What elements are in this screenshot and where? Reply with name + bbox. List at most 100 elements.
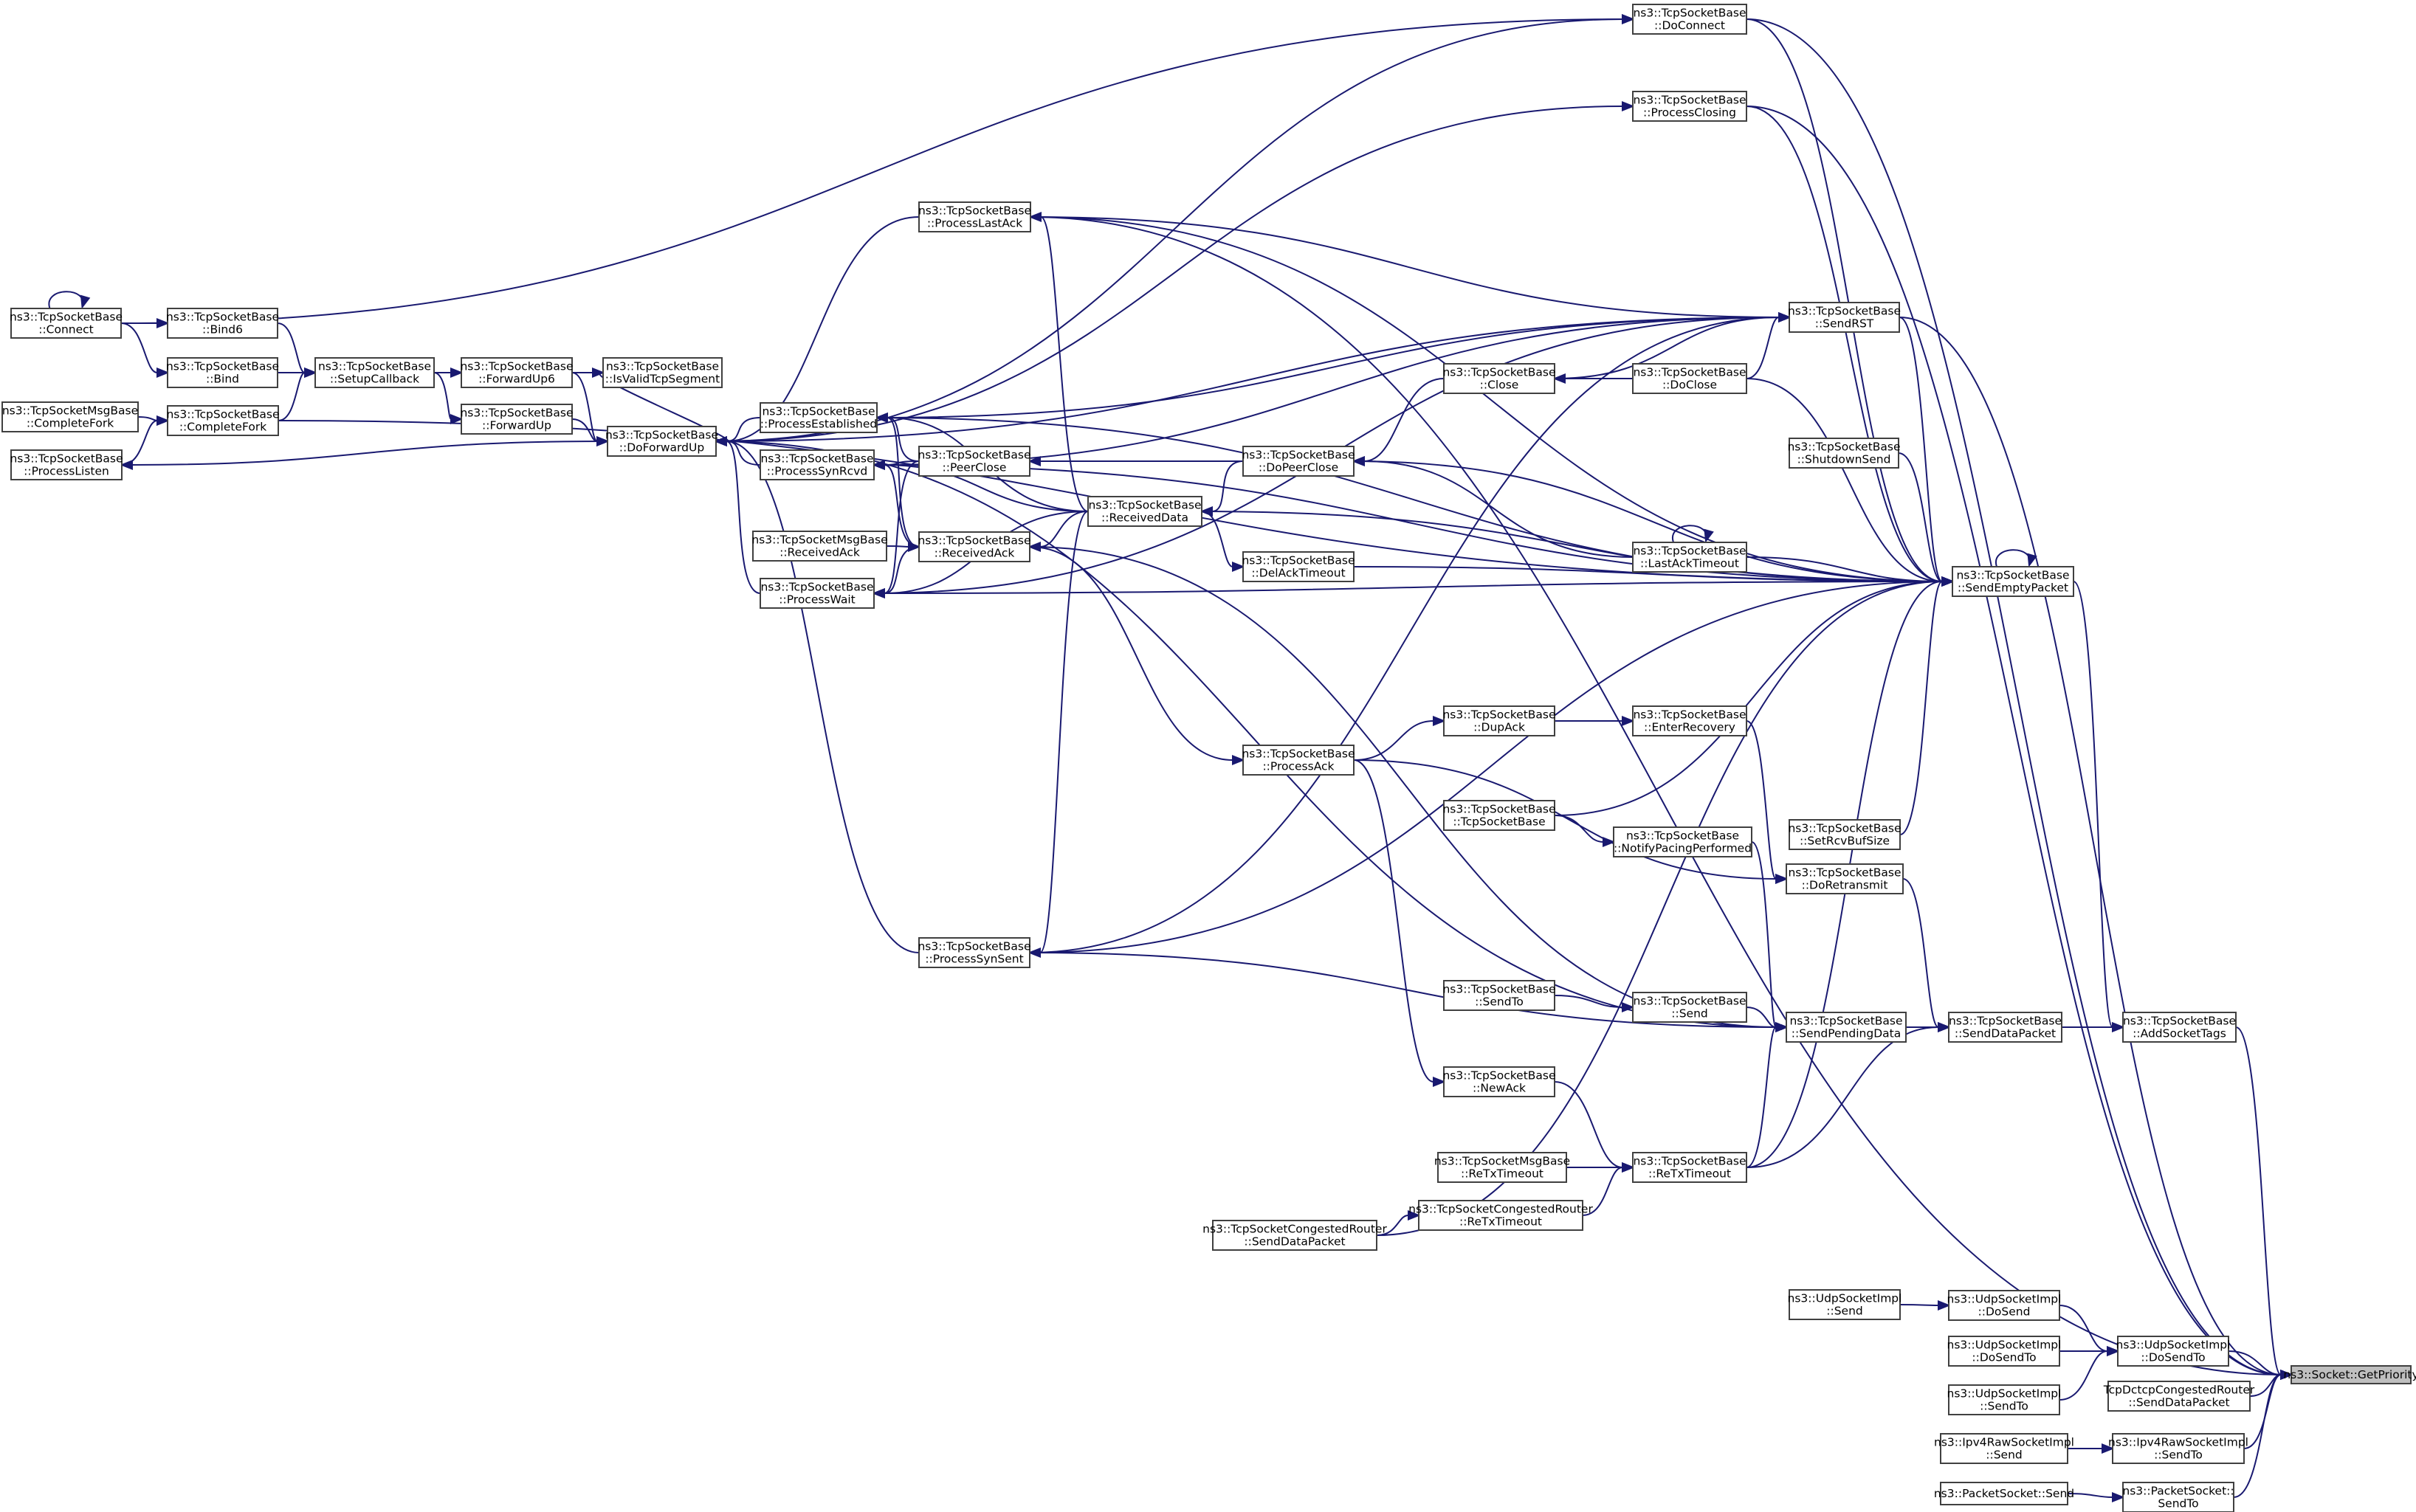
- edge-arrowhead: [1232, 755, 1245, 765]
- node-label-line: ::ProcessLastAck: [927, 217, 1022, 230]
- node-msgbase_retxtimeout[interactable]: ns3::TcpSocketMsgBase::ReTxTimeout: [1434, 1152, 1570, 1183]
- node-setupcallback[interactable]: ns3::TcpSocketBase::SetupCallback: [314, 357, 435, 388]
- focus-node-getpriority[interactable]: ns3::Socket::GetPriority: [2283, 1365, 2416, 1384]
- node-forwardup[interactable]: ns3::TcpSocketBase::ForwardUp: [460, 404, 574, 435]
- edge-line: [2233, 1374, 2282, 1498]
- edge-line: [1030, 216, 1780, 318]
- node-msgbase_completefork[interactable]: ns3::TcpSocketMsgBase::CompleteFork: [1, 401, 139, 432]
- node-udp_sendto[interactable]: ns3::UdpSocketImpl::SendTo: [1947, 1384, 2062, 1415]
- edge-arrowhead: [872, 588, 885, 598]
- node-label-line: ::SetRcvBufSize: [1800, 835, 1890, 848]
- node-processlisten[interactable]: ns3::TcpSocketBase::ProcessListen: [10, 449, 123, 480]
- node-shutdownsend[interactable]: ns3::TcpSocketBase::ShutdownSend: [1787, 438, 1901, 469]
- edge-line: [726, 441, 920, 953]
- node-dctcp_senddatapacket[interactable]: TcpDctcpCongestedRouter::SendDataPacket: [2103, 1381, 2255, 1412]
- node-connect[interactable]: ns3::TcpSocketBase::Connect: [10, 308, 123, 339]
- node-forwardup6[interactable]: ns3::TcpSocketBase::ForwardUp6: [460, 357, 574, 388]
- node-newack[interactable]: ns3::TcpSocketBase::NewAck: [1442, 1066, 1556, 1097]
- node-label-line: ::SendDataPacket: [2128, 1396, 2229, 1409]
- edge-line: [886, 545, 909, 548]
- node-addsockettags[interactable]: ns3::TcpSocketBase::AddSocketTags: [2122, 1012, 2237, 1043]
- node-sendemptypacket[interactable]: ns3::TcpSocketBase::SendEmptyPacket: [1952, 566, 2074, 597]
- edge-arrowhead: [908, 542, 921, 552]
- edge-line: [1353, 759, 1777, 880]
- edge-line: [1746, 106, 1943, 582]
- node-dupack[interactable]: ns3::TcpSocketBase::DupAck: [1442, 705, 1556, 736]
- node-udp_dosendto_l[interactable]: ns3::UdpSocketImpl::DoSendTo: [1947, 1336, 2062, 1367]
- node-doclose[interactable]: ns3::TcpSocketBase::DoClose: [1632, 363, 1747, 394]
- node-processestablished[interactable]: ns3::TcpSocketBase::ProcessEstablished: [760, 402, 878, 433]
- node-tcpsocketbase[interactable]: ns3::TcpSocketBase::TcpSocketBase: [1442, 800, 1556, 831]
- node-completefork[interactable]: ns3::TcpSocketBase::CompleteFork: [166, 405, 280, 436]
- edge-enterrecovery-to-doretransmit: [1746, 720, 1789, 884]
- node-label-line: TcpDctcpCongestedRouter: [2103, 1384, 2255, 1397]
- edge-sendemptypacket-to-sendemptypacket: [1995, 549, 2037, 567]
- node-notifypacingperformed[interactable]: ns3::TcpSocketBase::NotifyPacingPerforme…: [1613, 826, 1752, 857]
- edge-line: [1376, 1215, 1409, 1236]
- node-processsynrcvd[interactable]: ns3::TcpSocketBase::ProcessSynRcvd: [760, 449, 875, 480]
- node-lastacktimeout[interactable]: ns3::TcpSocketBase::LastAckTimeout: [1632, 542, 1747, 573]
- edge-tcpsocketbase-to-sendemptypacket: [1554, 576, 1955, 816]
- node-close[interactable]: ns3::TcpSocketBase::Close: [1442, 363, 1556, 394]
- edge-line: [1353, 460, 1943, 582]
- node-msgbase_receivedack[interactable]: ns3::TcpSocketMsgBase::ReceivedAck: [751, 531, 888, 562]
- node-doretransmit[interactable]: ns3::TcpSocketBase::DoRetransmit: [1786, 863, 1904, 894]
- node-setrcvbufsize[interactable]: ns3::TcpSocketBase::SetRcvBufSize: [1788, 819, 1902, 850]
- edge-arrowhead: [1028, 456, 1041, 466]
- node-packetsocket_send[interactable]: ns3::PacketSocket::Send: [1934, 1482, 2074, 1505]
- edge-line: [433, 372, 452, 420]
- edge-arrowhead: [80, 294, 91, 309]
- node-enterrecovery[interactable]: ns3::TcpSocketBase::EnterRecovery: [1632, 705, 1747, 736]
- edge-receiveddata-to-processlastack: [1028, 212, 1089, 512]
- node-receivedack[interactable]: ns3::TcpSocketBase::ReceivedAck: [918, 531, 1031, 562]
- node-box: [918, 446, 1030, 477]
- node-udp_dosend[interactable]: ns3::UdpSocketImpl::DoSend: [1947, 1290, 2062, 1321]
- call-graph-edges: [48, 14, 2293, 1502]
- edge-line: [2235, 1026, 2282, 1375]
- edge-arrowhead: [1433, 1077, 1446, 1087]
- node-congested_retxtimeout[interactable]: ns3::TcpSocketCongestedRouter::ReTxTimeo…: [1408, 1200, 1593, 1231]
- node-processwait[interactable]: ns3::TcpSocketBase::ProcessWait: [760, 578, 875, 609]
- node-label-line: ns3::TcpSocketBase: [1787, 441, 1900, 454]
- node-send_tcp[interactable]: ns3::TcpSocketBase::Send: [1632, 992, 1747, 1023]
- node-doconnect[interactable]: ns3::TcpSocketBase::DoConnect: [1632, 4, 1747, 35]
- edge-line: [1671, 525, 1708, 543]
- node-udp_send[interactable]: ns3::UdpSocketImpl::Send: [1788, 1289, 1902, 1320]
- node-processsynsent[interactable]: ns3::TcpSocketBase::ProcessSynSent: [918, 937, 1031, 968]
- node-box: [918, 937, 1030, 968]
- node-dopeerclose[interactable]: ns3::TcpSocketBase::DoPeerClose: [1242, 446, 1355, 477]
- node-congested_senddatapacket[interactable]: ns3::TcpSocketCongestedRouter::SendDataP…: [1202, 1220, 1387, 1251]
- node-receiveddata[interactable]: ns3::TcpSocketBase::ReceivedData: [1087, 496, 1202, 527]
- node-label-line: ::DoSendTo: [1972, 1351, 2036, 1364]
- node-packetsocket_sendto[interactable]: ns3::PacketSocket::SendTo: [2122, 1482, 2234, 1512]
- edge-arrowhead: [875, 412, 888, 423]
- edge-line: [876, 417, 1943, 582]
- node-senddatapacket[interactable]: ns3::TcpSocketBase::SendDataPacket: [1948, 1012, 2062, 1043]
- node-udp_dosendto[interactable]: ns3::UdpSocketImpl::DoSendTo: [2116, 1336, 2231, 1367]
- node-isvalidtcpsegment[interactable]: ns3::TcpSocketBase::IsValidTcpSegment: [602, 357, 723, 388]
- node-box: [1443, 705, 1555, 736]
- node-processclosing[interactable]: ns3::TcpSocketBase::ProcessClosing: [1632, 91, 1747, 122]
- node-ipv4raw_sendto[interactable]: ns3::Ipv4RawSocketImpl::SendTo: [2108, 1433, 2248, 1464]
- node-peerclose[interactable]: ns3::TcpSocketBase::PeerClose: [918, 446, 1031, 477]
- edge-line: [120, 18, 1623, 324]
- edge-arrowhead: [450, 414, 464, 424]
- node-delacktimeout[interactable]: ns3::TcpSocketBase::DelAckTimeout: [1242, 551, 1355, 582]
- node-bind6[interactable]: ns3::TcpSocketBase::Bind6: [166, 308, 279, 339]
- node-processack[interactable]: ns3::TcpSocketBase::ProcessAck: [1242, 745, 1355, 776]
- node-ipv4raw_send[interactable]: ns3::Ipv4RawSocketImpl::Send: [1934, 1433, 2074, 1464]
- node-label-line: ns3::TcpSocketBase: [1949, 1015, 2062, 1028]
- node-label-line: ::SendDataPacket: [1244, 1235, 1345, 1249]
- node-label-line: ::DoSendTo: [2141, 1351, 2205, 1364]
- node-doforwardup[interactable]: ns3::TcpSocketBase::DoForwardUp: [605, 426, 718, 457]
- node-label-line: ns3::TcpSocketBase: [1442, 1069, 1555, 1083]
- node-sendto_tcp[interactable]: ns3::TcpSocketBase::SendTo: [1442, 980, 1556, 1011]
- node-sendrst[interactable]: ns3::TcpSocketBase::SendRST: [1788, 302, 1901, 333]
- edge-processack-to-newack: [1353, 759, 1446, 1087]
- node-bind[interactable]: ns3::TcpSocketBase::Bind: [166, 357, 279, 388]
- edge-line: [884, 464, 1089, 512]
- edge-forwardup6-to-isvalidtcpsegment: [572, 367, 605, 378]
- node-processlastack[interactable]: ns3::TcpSocketBase::ProcessLastAck: [918, 201, 1031, 232]
- node-sendpendingdata[interactable]: ns3::TcpSocketBase::SendPendingData: [1786, 1012, 1907, 1043]
- node-retxtimeout[interactable]: ns3::TcpSocketBase::ReTxTimeout: [1632, 1152, 1747, 1183]
